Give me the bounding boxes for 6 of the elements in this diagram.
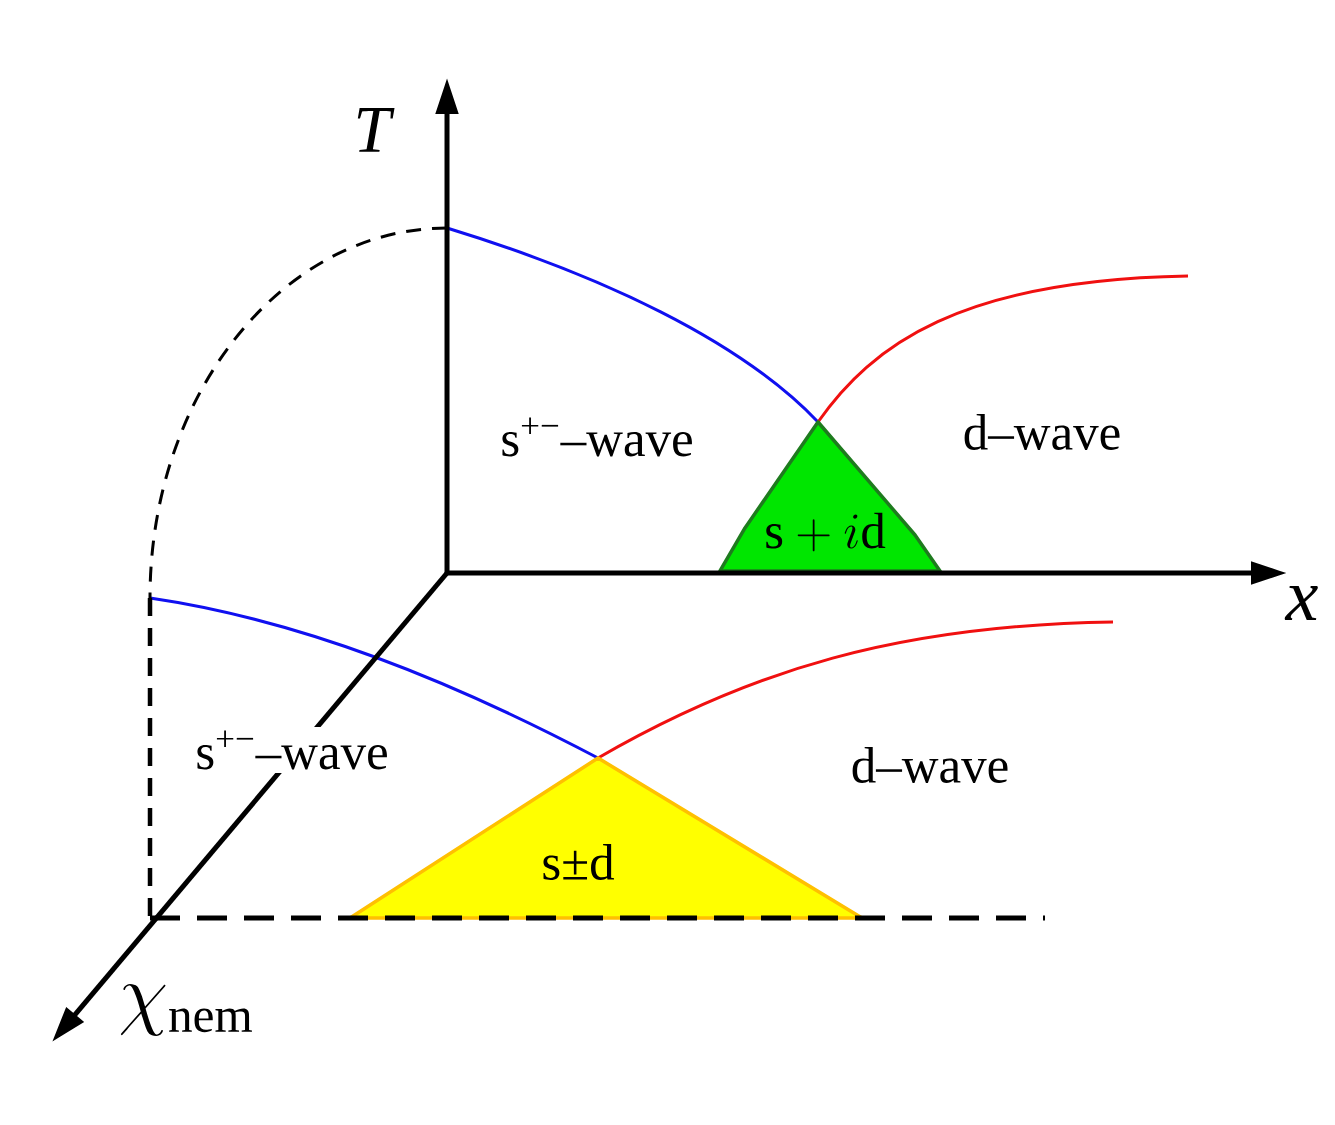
axis-label: $\chi_{\mathrm{nem}}$: [120, 983, 252, 1036]
axis-label: x: [1284, 586, 1318, 620]
phase-region: $\mathrm{s}+i\mathrm{d}$: [718, 420, 942, 573]
region-label: s$^{+−}$–wave: [191, 727, 393, 773]
axis-label: T: [357, 108, 395, 152]
region-label: d–wave: [964, 414, 1120, 450]
